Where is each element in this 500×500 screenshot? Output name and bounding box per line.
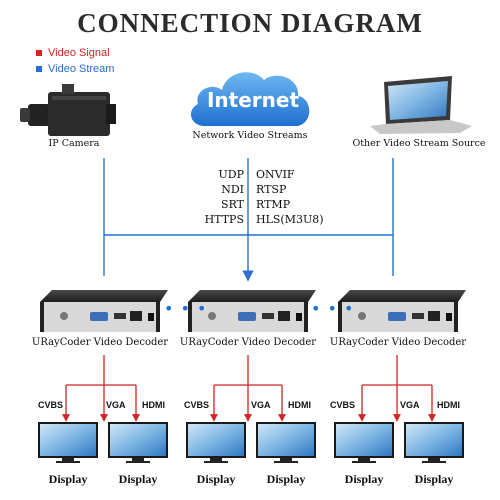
legend-stream-swatch (36, 66, 42, 72)
display-label: Display (266, 472, 306, 486)
protocol-item: RTMP (256, 198, 291, 211)
output-label-cvbs: CVBS (330, 400, 356, 410)
monitor-4 (256, 422, 316, 463)
decoder-label: URayCoder Video Decoder (31, 337, 169, 348)
signal-lines (62, 355, 436, 422)
decoder-box-2 (188, 290, 316, 332)
decoder-label: URayCoder Video Decoder (179, 337, 317, 348)
protocol-item: ONVIF (256, 168, 295, 181)
protocol-item: SRT (221, 198, 244, 211)
display-label: Display (48, 472, 88, 486)
monitor-6 (404, 422, 464, 463)
internet-label: Network Video Streams (192, 130, 308, 141)
monitor-1 (38, 422, 98, 463)
legend-signal-label: Video Signal (48, 47, 110, 59)
display-label: Display (344, 472, 384, 486)
legend-stream: Video Stream (36, 63, 114, 75)
output-label-vga: VGA (106, 400, 126, 410)
output-label-cvbs: CVBS (184, 400, 210, 410)
monitor-icons (38, 422, 464, 463)
more-devices-indicator: • • • (164, 299, 208, 318)
protocol-item: RTSP (256, 183, 287, 196)
protocol-item: HLS(M3U8) (256, 213, 324, 226)
display-label: Display (196, 472, 236, 486)
protocol-item: UDP (218, 168, 245, 181)
decoder-box-1 (40, 290, 168, 332)
output-label-hdmi: HDMI (288, 400, 311, 410)
protocol-item: HTTPS (204, 213, 244, 226)
more-devices-indicator: • • • (311, 299, 355, 318)
stream-lines (103, 158, 394, 282)
page-title: CONNECTION DIAGRAM (77, 8, 423, 38)
decoder-box-3 (338, 290, 466, 332)
display-label: Display (414, 472, 454, 486)
laptop-label: Other Video Stream Source (352, 138, 486, 149)
output-label-hdmi: HDMI (142, 400, 165, 410)
legend-stream-label: Video Stream (48, 63, 115, 75)
monitor-2 (108, 422, 168, 463)
output-label-cvbs: CVBS (38, 400, 64, 410)
output-label-hdmi: HDMI (437, 400, 460, 410)
decoder-label: URayCoder Video Decoder (329, 337, 467, 348)
legend-signal: Video Signal (36, 47, 110, 59)
protocol-list-right: ONVIF RTSP RTMP HLS(M3U8) (256, 167, 346, 227)
protocol-list-left: UDP NDI SRT HTTPS (196, 167, 244, 227)
output-label-vga: VGA (400, 400, 420, 410)
display-label: Display (118, 472, 158, 486)
internet-cloud-text: Internet (206, 88, 300, 112)
monitor-5 (334, 422, 394, 463)
ip-camera-label: IP Camera (48, 138, 100, 149)
protocol-item: NDI (221, 183, 244, 196)
internet-cloud-icon (190, 72, 310, 126)
output-label-vga: VGA (251, 400, 271, 410)
monitor-3 (186, 422, 246, 463)
laptop-icon (370, 76, 472, 134)
ip-camera-icon (20, 84, 116, 136)
legend-signal-swatch (36, 50, 42, 56)
